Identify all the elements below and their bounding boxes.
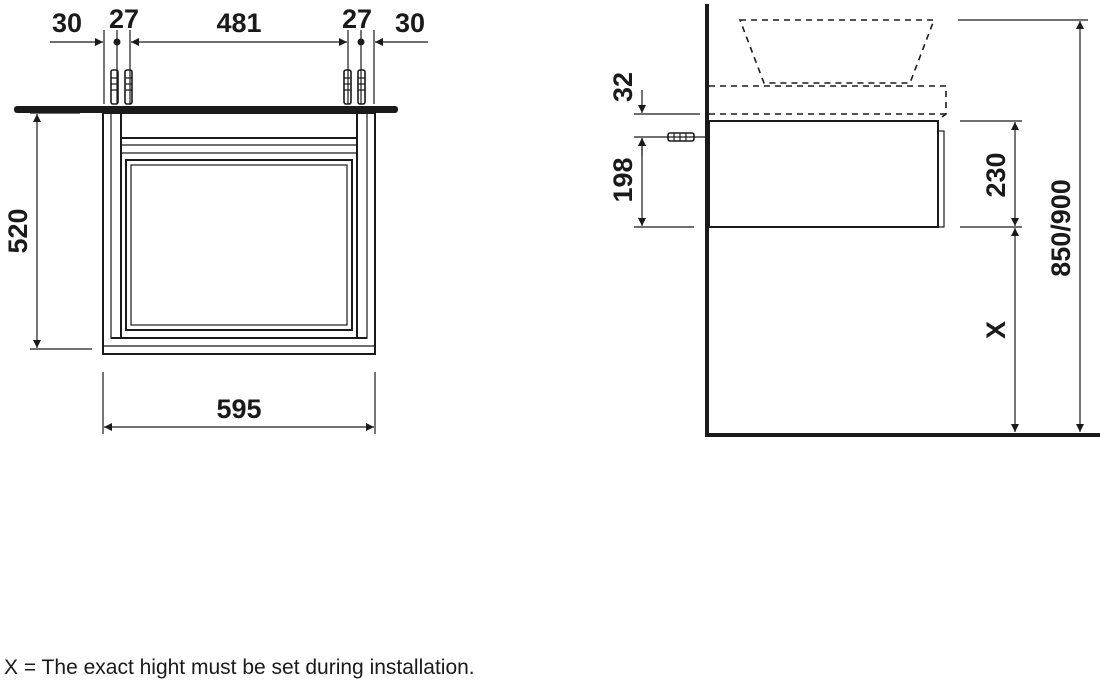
side-view: 32 198 230 X 850/900 [608,4,1100,437]
dim-label-230: 230 [981,152,1011,197]
height-dimension-line [30,112,92,350]
dim-label-32: 32 [608,72,638,102]
countertop [14,106,398,113]
cabinet-front [102,112,376,355]
dim-label-595: 595 [216,394,261,424]
dim-label-27-left: 27 [109,4,139,34]
basin-outline [709,19,947,121]
footnote: X = The exact hight must be set during i… [4,656,475,679]
dim-label-520: 520 [3,208,33,253]
offset-dimension-line [634,90,700,156]
dim-label-481: 481 [216,8,261,38]
dim-label-27-right: 27 [342,4,372,34]
dim-label-850-900: 850/900 [1046,179,1076,277]
wall-bolt-side [660,132,709,142]
dim-label-30-right: 30 [395,8,425,38]
dim-label-198: 198 [608,157,638,202]
width-dimension-line [102,372,376,434]
total-height-dimension-line [958,19,1088,432]
wall-bolts [103,30,375,105]
drawer-height-dimension-line [960,120,1022,228]
front-view: 30 27 481 27 30 595 520 [3,4,428,434]
dim-label-x: X [981,321,1011,339]
cabinet-side [708,120,945,228]
bracket-dimension-line [634,136,694,228]
dim-label-30-left: 30 [52,8,82,38]
